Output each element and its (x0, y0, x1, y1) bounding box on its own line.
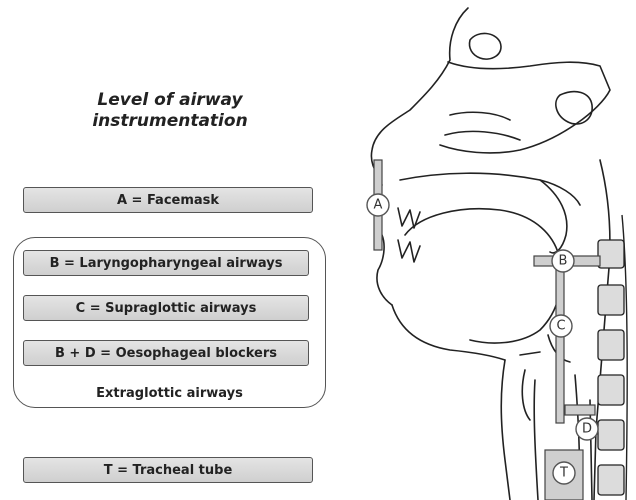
nasal-turbinates (445, 112, 520, 140)
marker-t-label: T (559, 466, 568, 481)
vertebra-3 (598, 330, 624, 360)
hard-palate (400, 173, 580, 205)
marker-b-label: B (559, 254, 568, 269)
hyoid (520, 352, 540, 355)
marker-a-label: A (374, 198, 383, 213)
cervical-spine (598, 240, 624, 495)
trachea-anterior (534, 380, 538, 500)
vertebra-1 (598, 240, 624, 268)
neck-front (501, 360, 510, 500)
marker-d-label: D (582, 422, 592, 437)
chin-jaw (392, 305, 505, 360)
vertebra-4 (598, 375, 624, 405)
thyroid-cartilage (522, 370, 530, 420)
nasal-cavity (440, 62, 610, 153)
lower-teeth (398, 240, 420, 262)
skull-outline (371, 8, 468, 175)
marker-c-label: C (556, 319, 565, 334)
frontal-sinus (469, 33, 501, 59)
sphenoid-sinus (556, 92, 592, 124)
tongue (405, 209, 561, 343)
vertebra-2 (598, 285, 624, 315)
supraglottic-tube (556, 258, 564, 423)
vertebra-6 (598, 465, 624, 495)
vertebra-5 (598, 420, 624, 450)
oesophageal-bar (565, 405, 595, 415)
